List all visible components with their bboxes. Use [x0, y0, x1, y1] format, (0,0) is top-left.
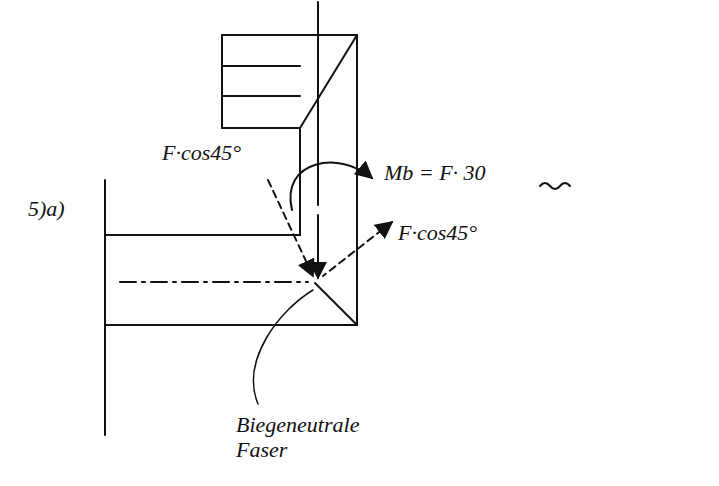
part-edge — [356, 35, 358, 325]
part-edge — [222, 65, 300, 67]
force-label: F·cos45° — [398, 220, 477, 245]
part-edge — [222, 95, 300, 97]
force-label: F·cos45° — [162, 140, 241, 165]
moment-arrow — [290, 163, 372, 210]
part-edge — [221, 35, 223, 128]
part-edge — [104, 180, 106, 435]
force-arrow — [317, 215, 319, 278]
part-edge — [105, 234, 300, 236]
moment-label: Mb = F· 30 — [384, 160, 486, 185]
part-edge — [299, 128, 301, 235]
force-line — [323, 222, 392, 276]
part-edge — [300, 35, 357, 128]
task-number: 5)a) — [28, 196, 65, 221]
part-edge — [222, 127, 300, 129]
part-edge — [222, 34, 357, 36]
center-line — [317, 2, 319, 205]
part-edge — [105, 324, 357, 326]
leader-line — [254, 290, 313, 404]
squiggle — [540, 183, 570, 189]
center-line — [120, 281, 308, 283]
miter-line — [315, 283, 357, 325]
note-label: Biegeneutrale Faser — [236, 412, 386, 463]
